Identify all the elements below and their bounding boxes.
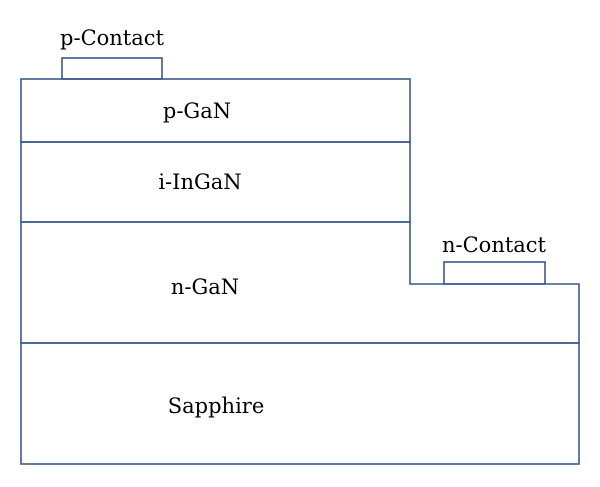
sapphire-substrate — [20, 342, 580, 465]
i-ingan-label: i-InGaN — [158, 170, 241, 194]
n-gan-label: n-GaN — [171, 275, 239, 299]
sapphire-label: Sapphire — [168, 394, 265, 418]
n-contact-pad — [443, 261, 546, 285]
p-gan-label: p-GaN — [163, 99, 231, 123]
p-contact-label: p-Contact — [60, 26, 164, 50]
p-contact-pad — [61, 57, 163, 80]
n-contact-label: n-Contact — [442, 233, 547, 257]
